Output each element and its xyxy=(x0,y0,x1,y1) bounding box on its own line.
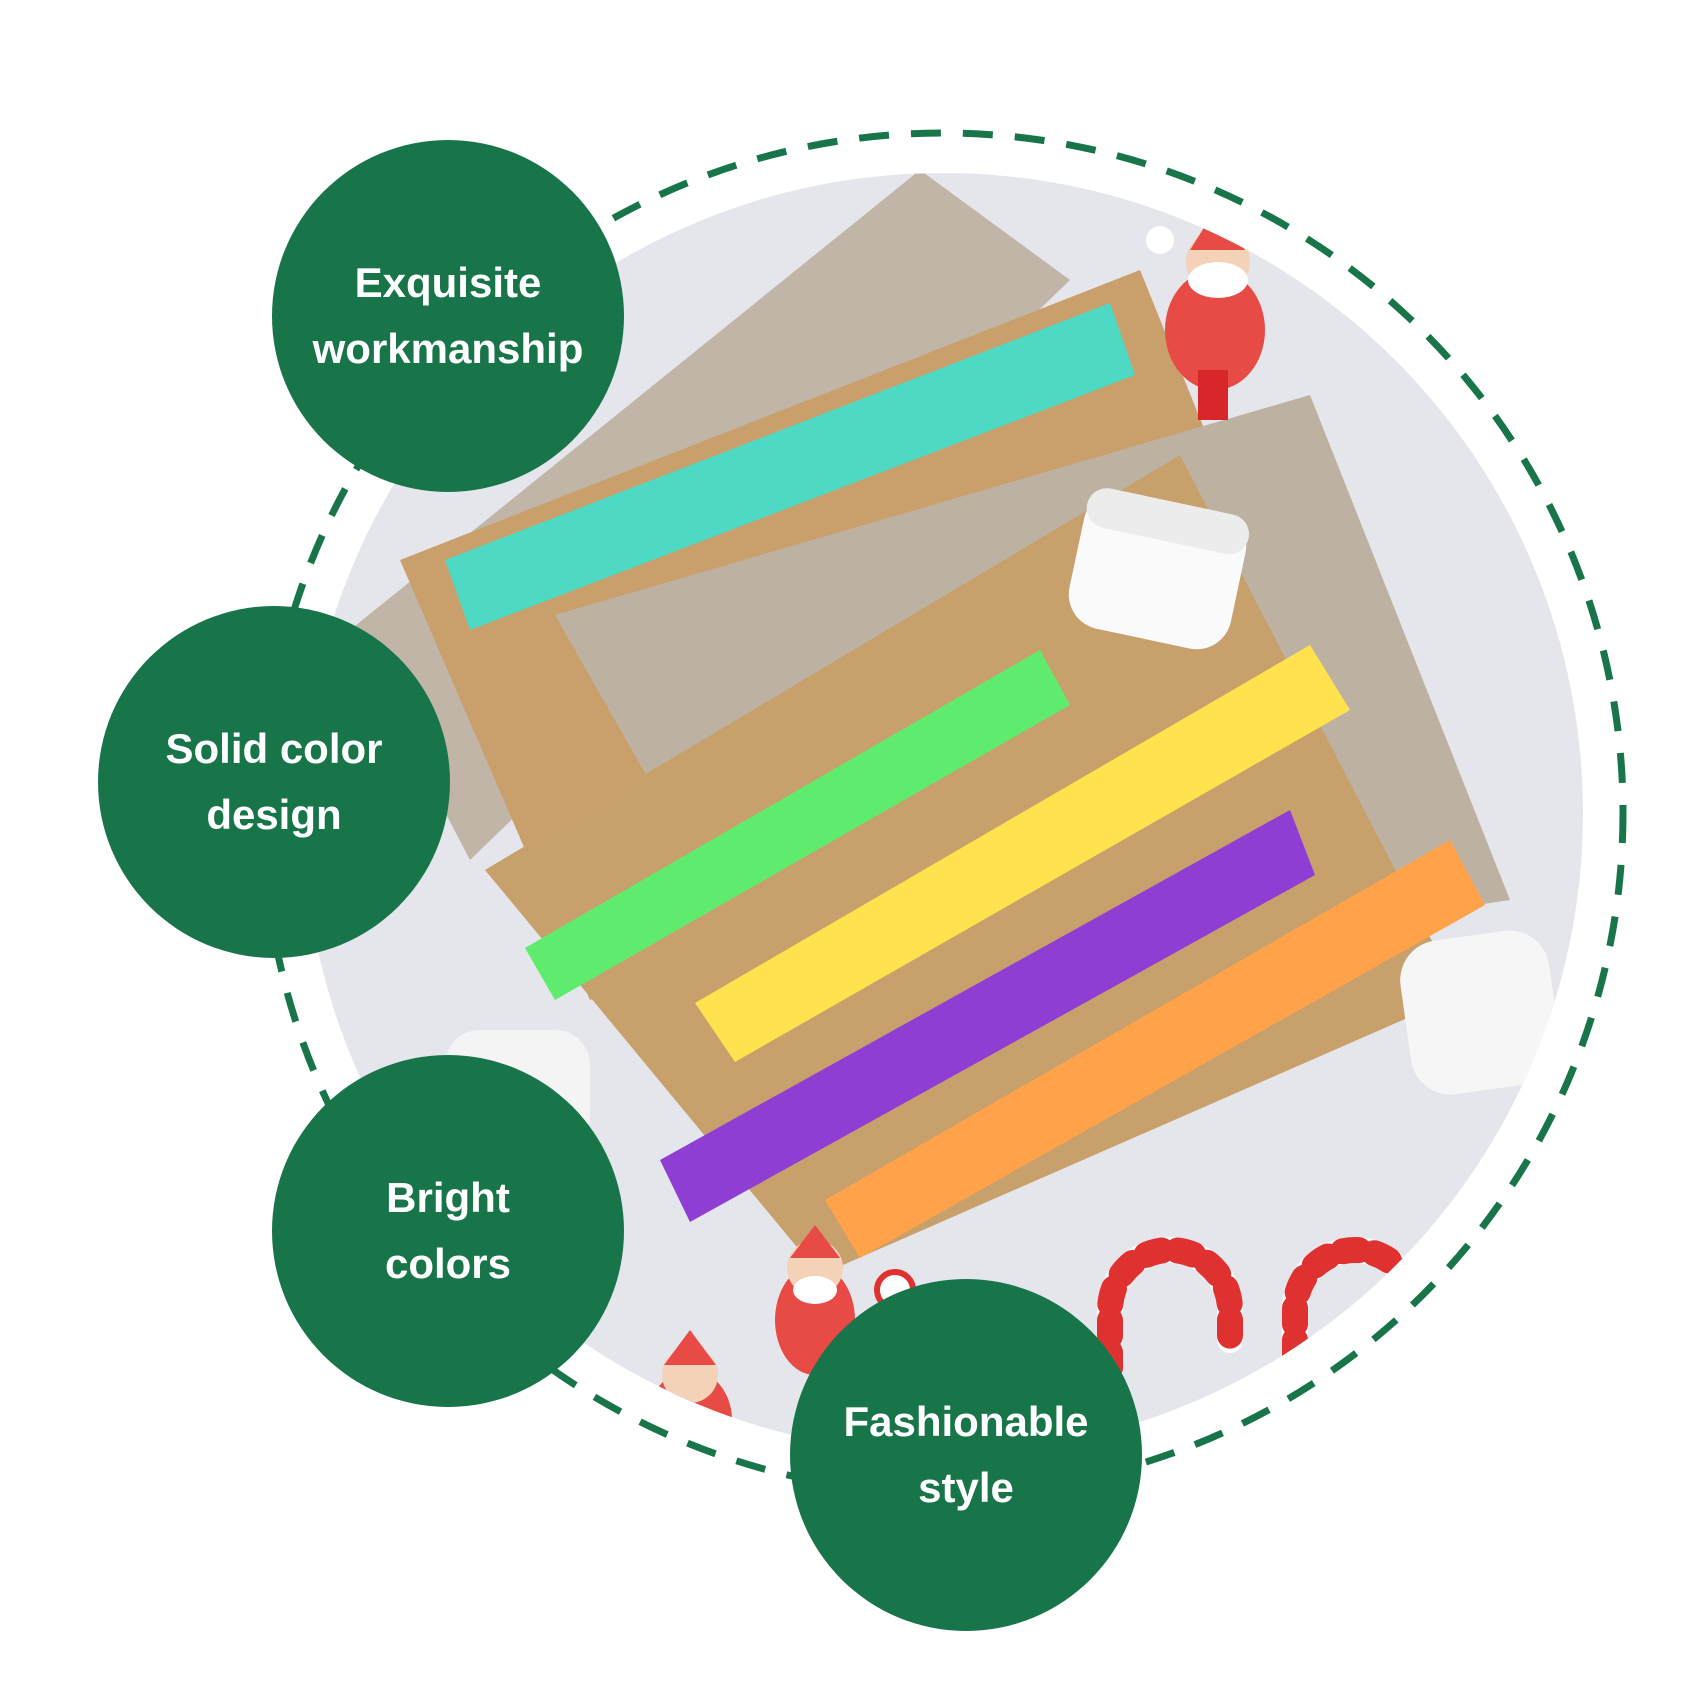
feature-badge-line-1: Fashionable xyxy=(843,1398,1089,1445)
feature-badge-line-2: colors xyxy=(384,1240,512,1287)
candy-cane-icon xyxy=(1097,1237,1243,1413)
feature-badge-workmanship: Exquisite workmanship xyxy=(272,140,624,492)
marshmallow-icon xyxy=(1400,930,1560,1095)
feature-badge-line-2: design xyxy=(206,791,342,838)
marshmallow-icon xyxy=(1068,488,1250,650)
feature-badge-line-2: style xyxy=(918,1464,1014,1511)
feature-badge-line-2: workmanship xyxy=(312,325,584,372)
feature-badge-line-1: Exquisite xyxy=(354,259,542,306)
feature-badge-fashionable: Fashionable style xyxy=(790,1279,1142,1631)
feature-badge-solid-color: Solid color design xyxy=(98,606,450,958)
tape-orange xyxy=(825,840,1485,1258)
tape-teal xyxy=(445,303,1135,630)
feature-badge-line-1: Bright xyxy=(386,1174,510,1221)
tape-green xyxy=(525,650,1070,1000)
feature-badge-bright-colors: Bright colors xyxy=(272,1055,624,1407)
feature-badge-line-1: Solid color xyxy=(165,725,383,772)
tape-yellow xyxy=(695,645,1350,1062)
tape-purple xyxy=(660,810,1315,1222)
